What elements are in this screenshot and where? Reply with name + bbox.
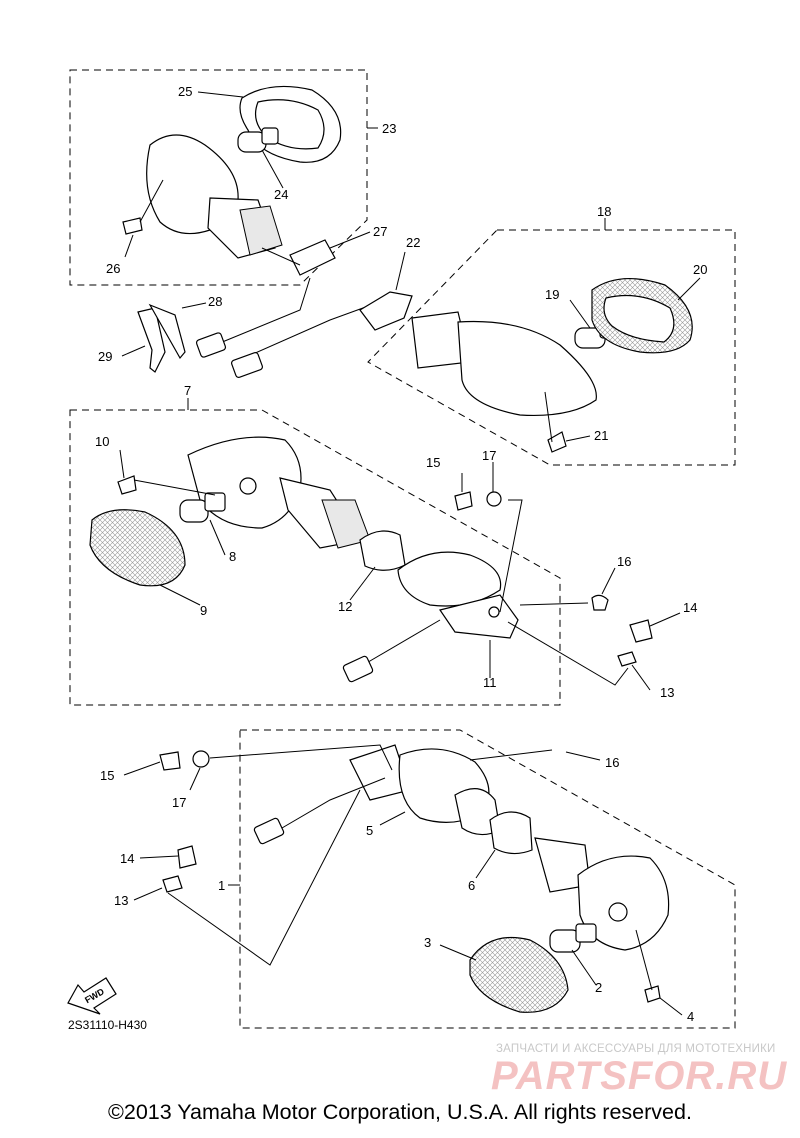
callout-6: 6: [468, 878, 475, 893]
callout-3: 3: [424, 935, 431, 950]
group-7-front-right-flasher: [69, 398, 681, 706]
callout-5: 5: [366, 823, 373, 838]
callout-8: 8: [229, 549, 236, 564]
callout-10: 10: [95, 434, 109, 449]
callout-7: 7: [184, 383, 191, 398]
watermark-brand: PARTSFOR.RU: [491, 1054, 788, 1098]
callout-13-lower: 13: [114, 893, 128, 908]
callout-24: 24: [274, 187, 288, 202]
callout-14-upper: 14: [683, 600, 697, 615]
callout-14-lower: 14: [120, 851, 134, 866]
callout-16-lower: 16: [605, 755, 619, 770]
callout-25: 25: [178, 84, 192, 99]
callout-2: 2: [595, 980, 602, 995]
callout-11: 11: [483, 675, 497, 690]
callout-23: 23: [382, 121, 396, 136]
callout-13-upper: 13: [660, 685, 674, 700]
callout-15-upper: 15: [426, 455, 440, 470]
callout-28: 28: [208, 294, 222, 309]
callout-4: 4: [687, 1009, 694, 1024]
callout-19: 19: [545, 287, 559, 302]
callout-29: 29: [98, 349, 112, 364]
callout-9: 9: [200, 603, 207, 618]
callout-20: 20: [693, 262, 707, 277]
callout-18: 18: [597, 204, 611, 219]
callout-27: 27: [373, 224, 387, 239]
fwd-arrow: FWD: [67, 977, 117, 1015]
callout-16-upper: 16: [617, 554, 631, 569]
watermark-tagline: ЗАПЧАСТИ И АКСЕССУАРЫ ДЛЯ МОТОТЕХНИКИ: [496, 1043, 776, 1055]
group-18-rear-right-flasher: [359, 218, 736, 466]
callout-17-lower: 17: [172, 795, 186, 810]
callout-12: 12: [338, 599, 352, 614]
callout-17-upper: 17: [482, 448, 496, 463]
harness-left: [121, 277, 386, 379]
callout-1: 1: [218, 878, 225, 893]
group-23-rear-left-flasher: [69, 69, 378, 286]
group-1-front-left-flasher: [123, 729, 736, 1029]
callout-21: 21: [594, 428, 608, 443]
callout-labels: 25 23 24 27 22 18 26 20 19 28 29 7 21 10…: [95, 84, 707, 1024]
callout-22: 22: [406, 235, 420, 250]
callout-26: 26: [106, 261, 120, 276]
callout-15-lower: 15: [100, 768, 114, 783]
diagram-code: 2S31110-H430: [68, 1018, 147, 1032]
copyright-notice: ©2013 Yamaha Motor Corporation, U.S.A. A…: [108, 1100, 692, 1124]
